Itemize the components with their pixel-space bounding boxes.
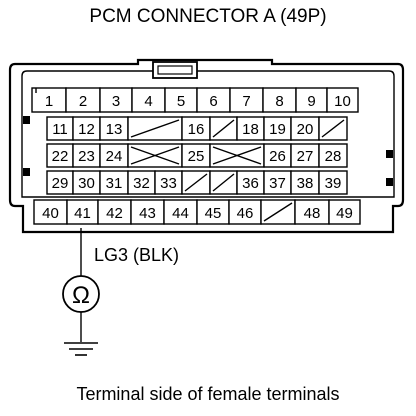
ground-icon [64,342,98,356]
blank-slash-r1c5 [212,119,235,138]
view-caption: Terminal side of female terminals [76,384,340,404]
terminal-36-label: 36 [242,175,259,192]
blank-slash-r3c5 [184,173,208,192]
terminal-4-label: 4 [144,93,152,110]
terminal-9-label: 9 [307,93,315,110]
terminal-7-label: 7 [242,93,250,110]
connector-lock-tab-inner [157,65,193,75]
terminal-40-label: 40 [42,205,59,222]
terminal-40-cell [33,199,68,225]
terminal-28-label: 28 [325,148,342,165]
terminal-3-cell [99,87,133,113]
terminal-3-label: 3 [112,93,120,110]
terminal-44-label: 44 [172,205,189,222]
terminal-29-label: 29 [52,175,69,192]
connector-title: PCM CONNECTOR A (49P) [89,6,327,27]
terminal-10-label: 10 [334,93,351,110]
terminal-37-label: 37 [269,175,286,192]
terminal-5-label: 5 [177,93,185,110]
terminal-46-label: 46 [237,205,254,222]
terminal-49-label: 49 [336,205,353,222]
terminal-7-cell [229,87,264,113]
terminal-22-label: 22 [52,148,69,165]
terminal-8-label: 8 [275,93,283,110]
terminal-12-label: 12 [78,121,95,138]
terminal-16-label: 16 [188,121,205,138]
terminal-39-label: 39 [325,175,342,192]
terminal-10-cell [326,87,359,113]
terminal-19-label: 19 [269,121,286,138]
terminal-43-label: 43 [139,205,156,222]
terminal-31-label: 31 [106,175,123,192]
blank-x-b-r2c5 [212,146,262,165]
probe-wire-label: LG3 (BLK) [94,245,179,265]
blank-slash-r4c7 [263,202,293,222]
terminal-46-cell [228,199,262,225]
terminal-26-label: 26 [269,148,286,165]
terminal-49-cell [328,199,361,225]
terminal-42-label: 42 [106,205,123,222]
terminal-13-label: 13 [106,121,123,138]
terminal-25-label: 25 [188,148,205,165]
terminal-5-cell [164,87,198,113]
left-latch-bottom [23,168,30,176]
terminal-38-label: 38 [297,175,314,192]
terminal-30-label: 30 [78,175,95,192]
ohmmeter-symbol: Ω [72,282,90,309]
blank-slash-r1c3 [130,119,180,138]
blank-slash-r1c9 [321,119,345,138]
terminal-48-label: 48 [304,205,321,222]
terminal-39-cell [318,170,348,195]
terminal-33-label: 33 [160,175,177,192]
terminal-45-cell [196,199,230,225]
right-latch-top [386,150,393,158]
terminal-24-label: 24 [106,148,123,165]
terminal-23-label: 23 [78,148,95,165]
terminal-27-label: 27 [297,148,314,165]
terminal-1-label: 1 [45,93,53,110]
connector-housing [8,58,405,234]
terminal-41-label: 41 [74,205,91,222]
blank-slash-r3c6 [212,173,235,192]
connector-housing-inner [21,70,395,198]
terminal-32-label: 32 [133,175,150,192]
terminal-28-cell [318,143,348,168]
terminal-41-cell [66,199,99,225]
right-latch-bottom [386,178,393,186]
terminal-42-cell [97,199,132,225]
left-latch-top [23,116,30,124]
terminal-11-label: 11 [52,121,68,138]
blank-x-b-r2c3 [130,146,180,165]
terminal-18-label: 18 [242,121,259,138]
terminal-45-label: 45 [205,205,222,222]
terminal-2-label: 2 [79,93,87,110]
terminal-6-label: 6 [209,93,217,110]
connector-lock-tab [152,61,198,79]
terminal-43-cell [130,199,165,225]
terminal-20-label: 20 [297,121,314,138]
